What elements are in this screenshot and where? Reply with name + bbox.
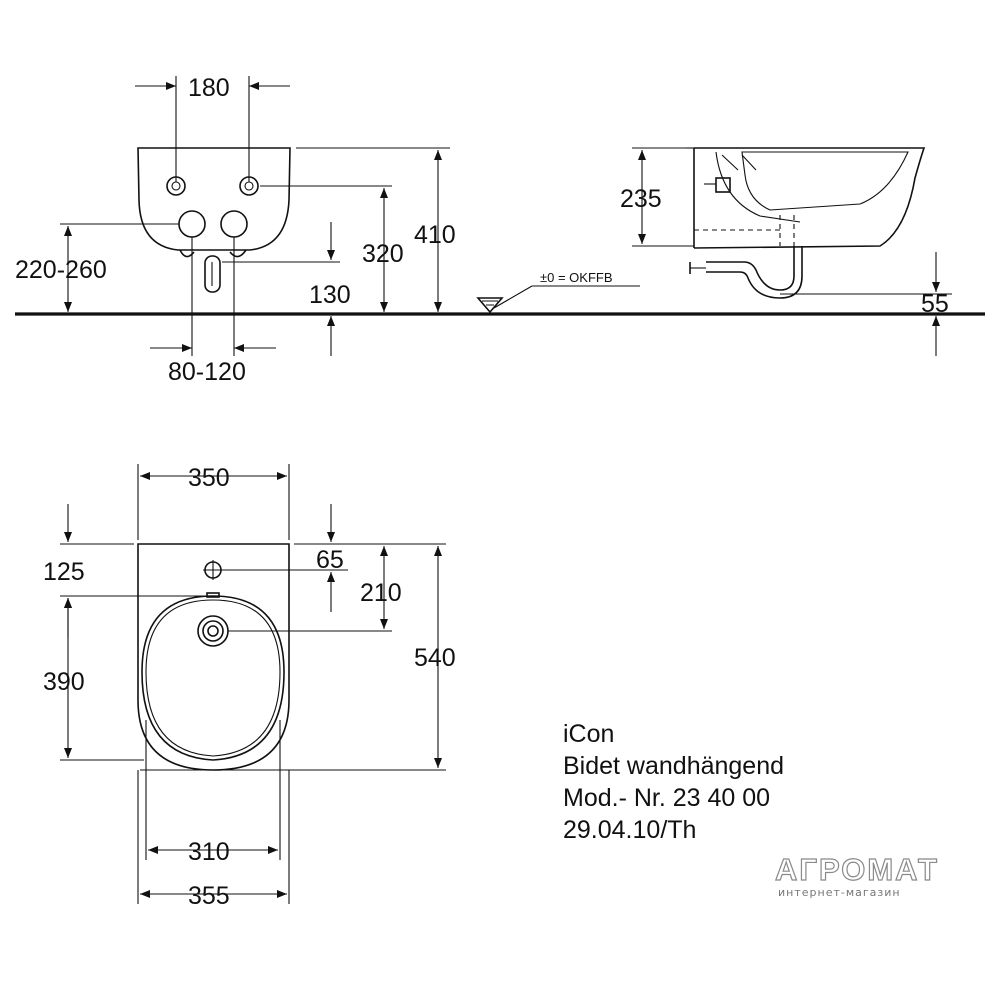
dim-210: 210	[360, 579, 402, 607]
floor-reference-marker: ±0 = OKFFB	[476, 270, 640, 314]
dim-390: 390	[43, 668, 85, 696]
dim-55: 55	[921, 290, 949, 318]
dim-310: 310	[188, 838, 230, 866]
product-info: iCon Bidet wandhängend Mod.- Nr. 23 40 0…	[563, 718, 784, 846]
dim-65: 65	[316, 546, 344, 574]
dim-130: 130	[309, 281, 351, 309]
dim-540: 540	[414, 644, 456, 672]
side-view-body	[693, 147, 926, 249]
watermark-logo: АГРОМАТ интернет-магазин	[774, 851, 960, 904]
drawing-date: 29.04.10/Th	[563, 816, 697, 844]
front-view-body	[137, 147, 291, 251]
dim-350: 350	[188, 464, 230, 492]
dim-410: 410	[414, 221, 456, 249]
watermark-main: АГРОМАТ	[774, 851, 939, 887]
dim-180: 180	[188, 74, 230, 102]
top-view-bowl	[141, 595, 285, 761]
dim-355: 355	[188, 882, 230, 910]
dim-235: 235	[620, 185, 662, 213]
top-view: 350 540 125 390 65 210 310 355	[43, 464, 456, 910]
product-name: iCon	[563, 720, 615, 748]
product-description: Bidet wandhängend	[563, 752, 785, 780]
watermark-sub: интернет-магазин	[778, 886, 901, 899]
side-view: 235 55	[620, 147, 952, 356]
dim-220-260: 220-260	[15, 256, 107, 284]
floor-label: ±0 = OKFFB	[540, 270, 613, 285]
mounting-bolt-left	[178, 210, 206, 238]
model-number: Mod.- Nr. 23 40 00	[563, 784, 771, 812]
drain-trap	[706, 246, 795, 291]
dim-320: 320	[362, 240, 404, 268]
dim-125: 125	[43, 558, 85, 586]
mounting-bolt-right	[220, 210, 248, 238]
front-view: 180 410 320 220-260 130 80-120	[15, 74, 456, 386]
dim-80-120: 80-120	[168, 358, 246, 386]
drain-slot	[204, 255, 221, 293]
